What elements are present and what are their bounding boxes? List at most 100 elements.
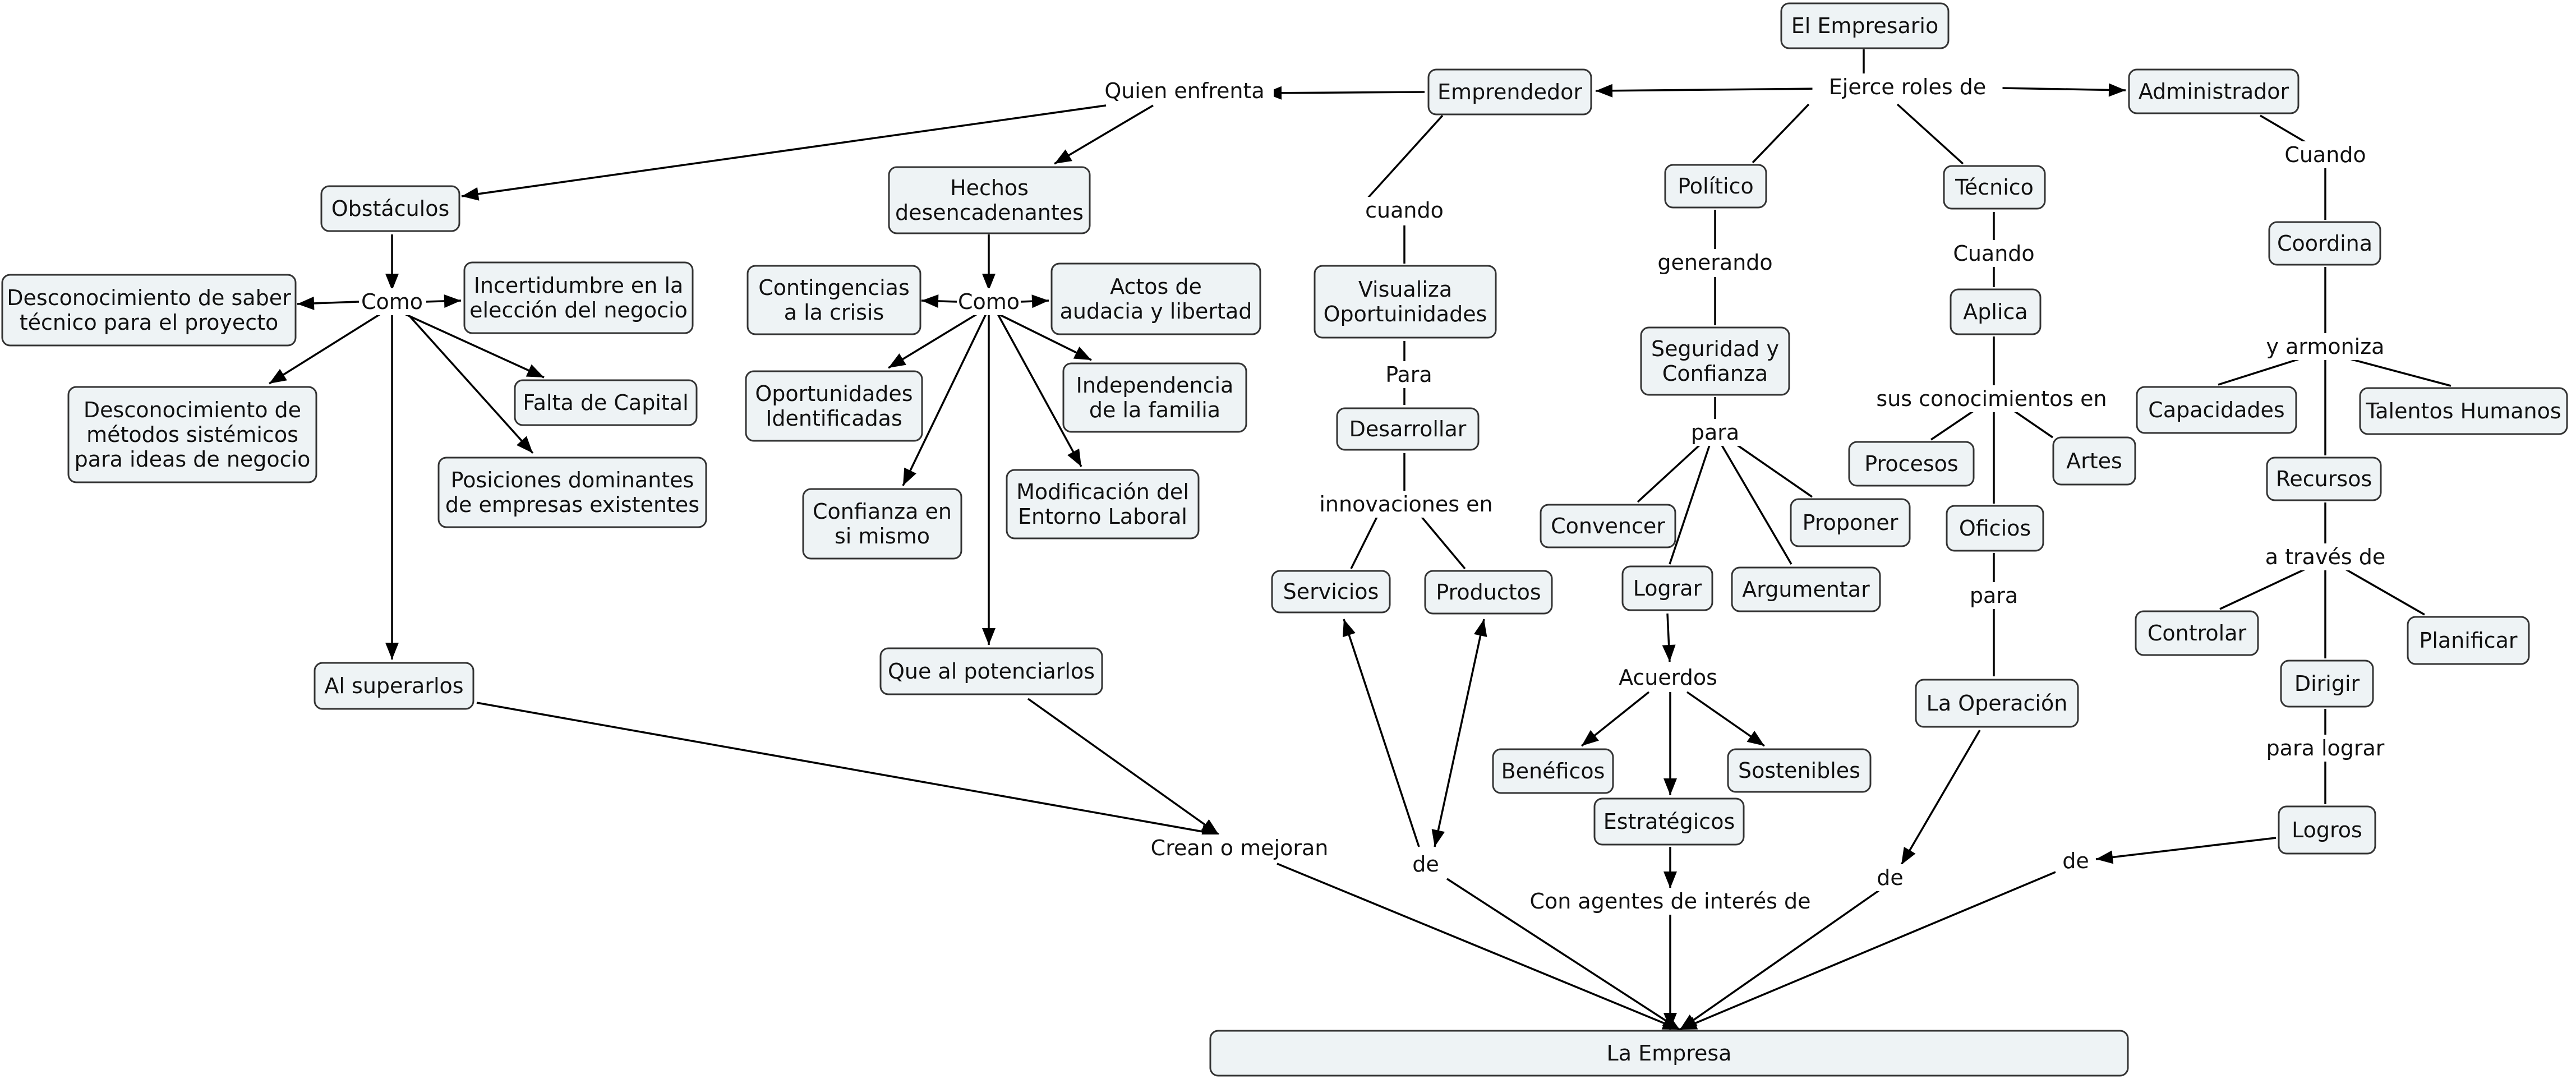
- concept-empresario[interactable]: El Empresario: [1780, 2, 1950, 49]
- concept-al-superarlos[interactable]: Al superarlos: [314, 662, 474, 710]
- concept-box: [1848, 441, 1975, 487]
- concept-oficios[interactable]: Oficios: [1946, 505, 2044, 552]
- concept-que-al-potenciarlos[interactable]: Que al potenciarlos: [879, 647, 1103, 695]
- arrowhead: [1473, 619, 1487, 637]
- concept-dirigir[interactable]: Dirigir: [2280, 660, 2374, 708]
- concept-desarrollar[interactable]: Desarrollar: [1336, 407, 1480, 451]
- concept-proponer[interactable]: Proponer: [1790, 498, 1911, 547]
- concept-text: Desarrollar: [1349, 417, 1467, 441]
- concept-box: [1593, 797, 1745, 846]
- arrowhead: [462, 187, 480, 201]
- concept-coordina[interactable]: Coordina: [2268, 221, 2381, 266]
- linking-phrase-acuerdos: Acuerdos: [1614, 664, 1722, 691]
- concept-box: [2407, 616, 2530, 665]
- connection-line: [997, 313, 1082, 467]
- concept-aplica[interactable]: Aplica: [1950, 288, 2042, 335]
- concept-recursos[interactable]: Recursos: [2266, 457, 2382, 501]
- concept-text: de empresas existentes: [445, 492, 699, 517]
- linking-phrase-text: a través de: [2265, 545, 2385, 569]
- concept-obstaculos[interactable]: Obstáculos: [320, 185, 460, 232]
- linking-phrase-como1: Como: [361, 288, 423, 315]
- arrowhead: [385, 274, 399, 290]
- concept-controlar[interactable]: Controlar: [2135, 610, 2259, 656]
- concept-administrador[interactable]: Administrador: [2128, 68, 2299, 114]
- concept-box: [2135, 610, 2259, 656]
- concept-lograr[interactable]: Lograr: [1621, 565, 1713, 611]
- linking-phrase-text: Quien enfrenta: [1104, 79, 1264, 103]
- linking-phrase-generando: generando: [1655, 249, 1775, 276]
- connection-line: [888, 313, 978, 369]
- concept-text: Oportuinidades: [1324, 302, 1487, 326]
- concept-argumentar[interactable]: Argumentar: [1731, 566, 1881, 612]
- concept-artes[interactable]: Artes: [2052, 436, 2136, 486]
- concept-text: Oportunidades: [755, 381, 913, 406]
- label-backdrop: [1407, 851, 1444, 878]
- concept-box: [802, 488, 962, 560]
- linking-phrase-para3: para: [1964, 582, 2024, 609]
- concept-box: [1062, 362, 1247, 433]
- concept-estrategicos[interactable]: Estratégicos: [1593, 797, 1745, 846]
- concept-box: [888, 166, 1091, 234]
- concept-text: técnico para el proyecto: [20, 310, 279, 335]
- concept-box: [2266, 457, 2382, 501]
- linking-phrase-text: Con agentes de interés de: [1529, 889, 1810, 914]
- concept-politico[interactable]: Político: [1664, 164, 1767, 209]
- linking-phrase-text: para: [1691, 420, 1739, 445]
- concept-productos[interactable]: Productos: [1424, 570, 1553, 615]
- concept-text: La Operación: [1927, 691, 2068, 716]
- connection-line: [1446, 878, 1680, 1031]
- arrowhead: [297, 296, 315, 310]
- concept-falta-capital[interactable]: Falta de Capital: [514, 379, 698, 426]
- concept-text: Controlar: [2148, 621, 2247, 645]
- concept-sostenibles[interactable]: Sostenibles: [1727, 748, 1872, 793]
- concept-emprendedor[interactable]: Emprendedor: [1427, 68, 1592, 116]
- concept-text: Confianza en: [813, 499, 952, 524]
- concept-talentos[interactable]: Talentos Humanos: [2359, 387, 2568, 435]
- concept-text: Hechos: [950, 176, 1029, 200]
- concept-tecnico[interactable]: Técnico: [1943, 165, 2046, 210]
- concept-text: elección del negocio: [469, 298, 688, 322]
- concept-text: Artes: [2066, 449, 2122, 473]
- concept-convencer[interactable]: Convencer: [1540, 504, 1676, 548]
- concept-text: Recursos: [2276, 467, 2372, 491]
- linking-phrase-text: cuando: [1365, 198, 1444, 223]
- concept-logros[interactable]: Logros: [2278, 805, 2376, 855]
- connection-line: [902, 313, 987, 486]
- arrowhead: [1031, 294, 1049, 308]
- arrowhead: [921, 294, 939, 308]
- concept-box: [1780, 2, 1950, 49]
- label-backdrop: [1685, 419, 1745, 446]
- concept-text: Talentos Humanos: [2365, 399, 2561, 423]
- concept-procesos[interactable]: Procesos: [1848, 441, 1975, 487]
- label-backdrop: [1095, 77, 1274, 104]
- connection-line: [1930, 409, 1975, 441]
- concept-empresa[interactable]: La Empresa: [1209, 1030, 2129, 1077]
- concept-planificar[interactable]: Planificar: [2407, 616, 2530, 665]
- concept-box: [1943, 165, 2046, 210]
- concept-box: [1790, 498, 1911, 547]
- concept-text: Productos: [1436, 580, 1541, 605]
- concept-box: [1540, 504, 1676, 548]
- concept-capacidades[interactable]: Capacidades: [2136, 386, 2297, 434]
- concept-servicios[interactable]: Servicios: [1271, 570, 1391, 614]
- concept-operacion[interactable]: La Operación: [1915, 679, 2079, 728]
- concept-beneficos[interactable]: Benéficos: [1492, 748, 1614, 794]
- linking-phrase-a-traves: a través de: [2254, 543, 2397, 570]
- concept-text: Técnico: [1955, 175, 2034, 200]
- connection-line: [2218, 358, 2300, 386]
